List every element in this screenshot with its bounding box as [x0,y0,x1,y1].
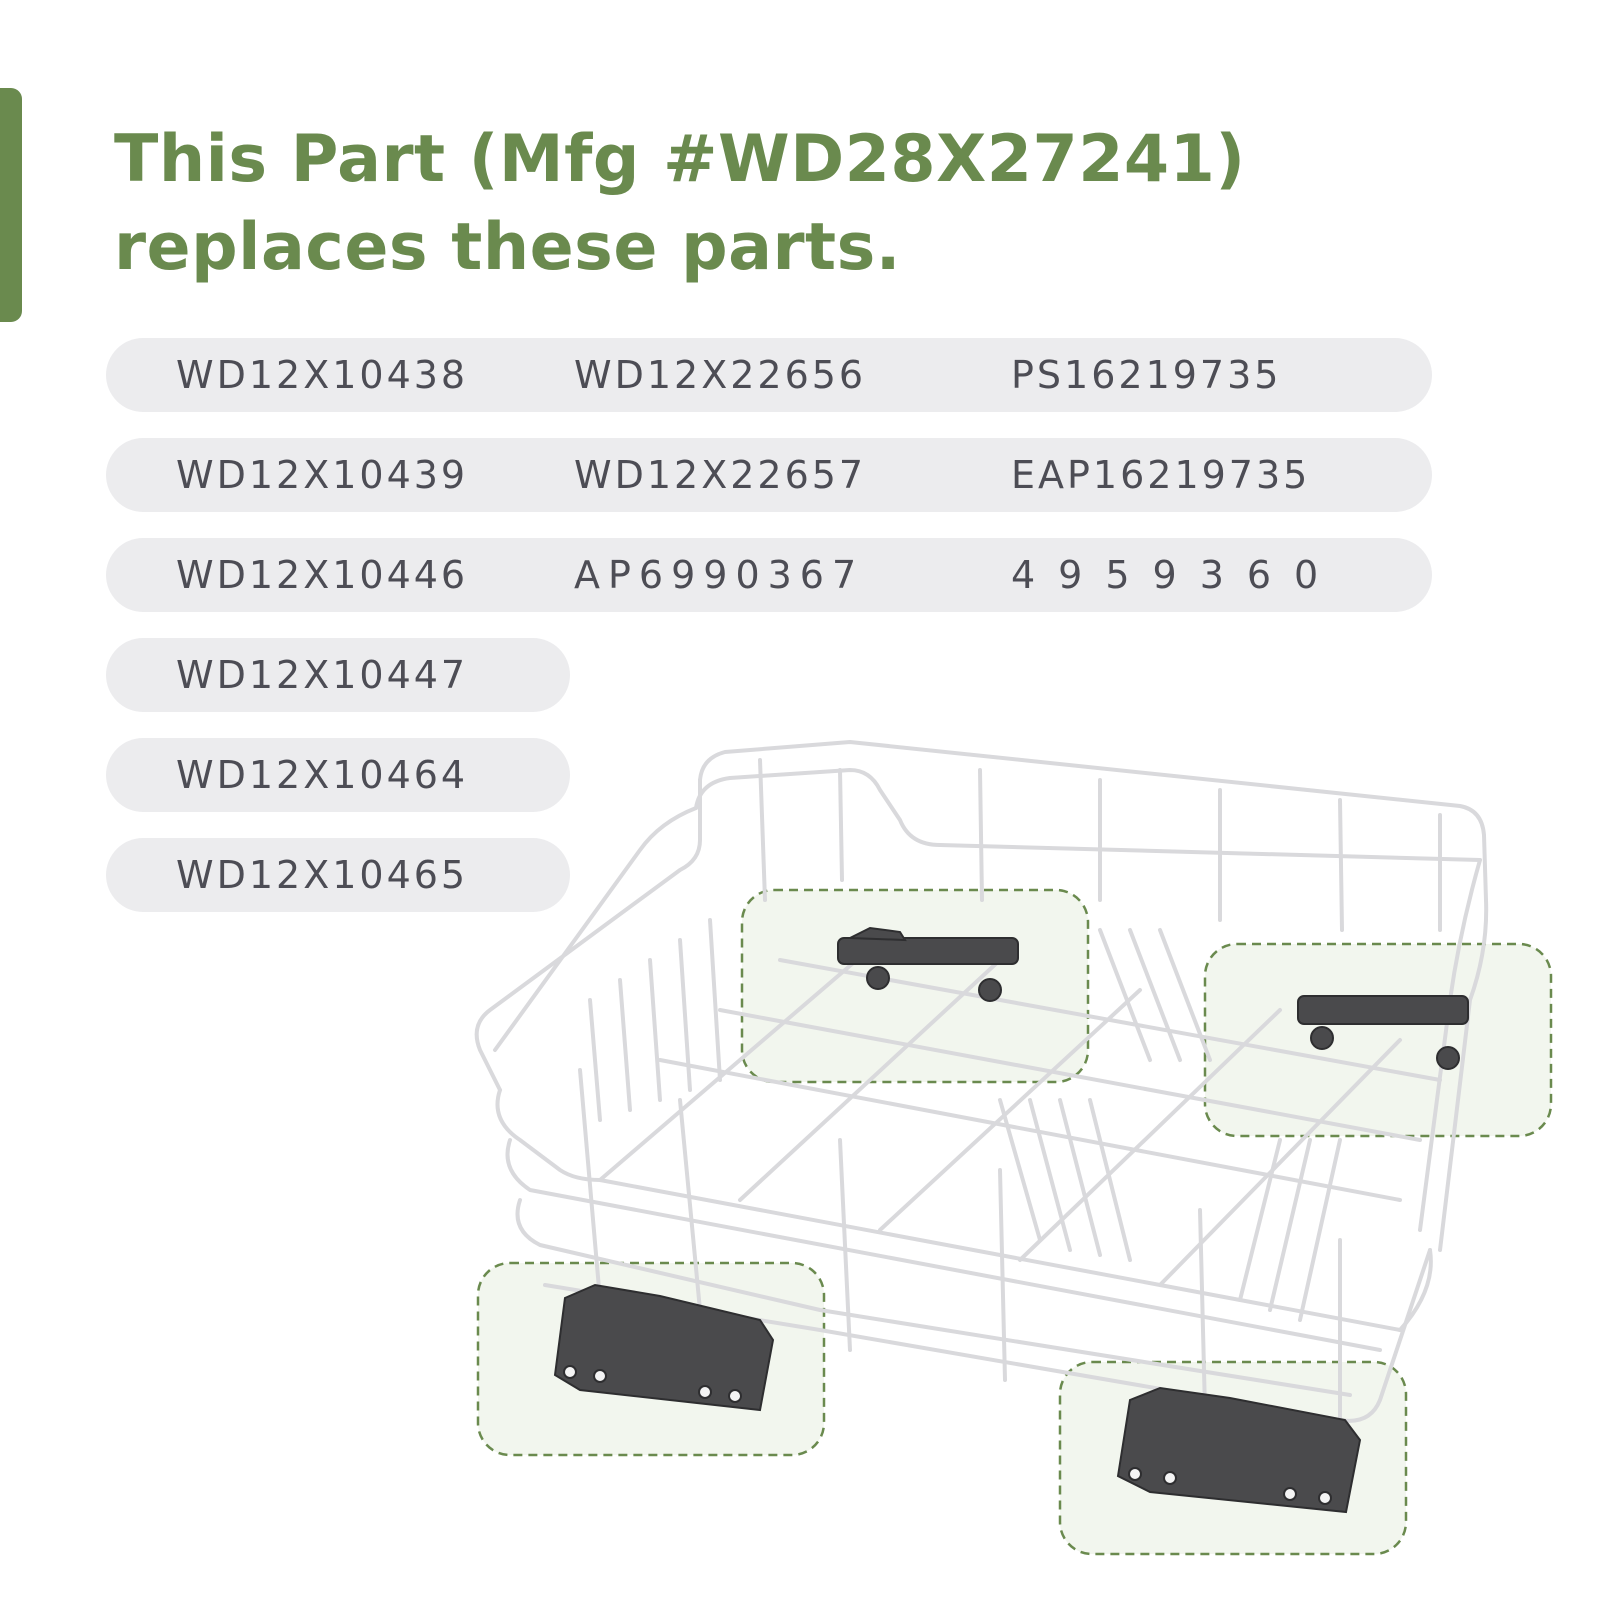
part-number: PS16219735 [1011,353,1282,397]
page-title: This Part (Mfg #WD28X27241) replaces the… [114,116,1414,292]
parts-row-1: WD12X10438 WD12X22656 PS16219735 [106,338,1432,412]
parts-row-6: WD12X10465 [106,838,570,912]
part-number: 4959360 [1011,553,1342,597]
part-number: EAP16219735 [1011,453,1311,497]
part-number: WD12X10439 [176,453,469,497]
parts-row-5: WD12X10464 [106,738,570,812]
roller-highlight-back-right [1203,942,1553,1138]
part-number: WD12X10446 [176,553,469,597]
roller-front-left [553,1283,775,1412]
part-number: WD12X10464 [176,753,469,797]
parts-row-3: WD12X10446 AP6990367 4959360 [106,538,1432,612]
title-line-2: replaces these parts. [114,210,901,285]
title-line-1: This Part (Mfg #WD28X27241) [114,122,1246,197]
roller-back-left [837,926,1019,1002]
part-number: WD12X22657 [574,453,867,497]
parts-row-2: WD12X10439 WD12X22657 EAP16219735 [106,438,1432,512]
roller-wheel-assemblies [553,926,1469,1514]
part-number: AP6990367 [574,553,865,597]
roller-back-right [1297,995,1469,1070]
highlight-zones [476,888,1553,1556]
roller-front-right [1116,1386,1362,1514]
part-number: WD12X10438 [176,353,469,397]
part-number: WD12X10465 [176,853,469,897]
part-number: WD12X10447 [176,653,469,697]
parts-row-4: WD12X10447 [106,638,570,712]
part-number: WD12X22656 [574,353,867,397]
accent-bar [0,88,22,322]
